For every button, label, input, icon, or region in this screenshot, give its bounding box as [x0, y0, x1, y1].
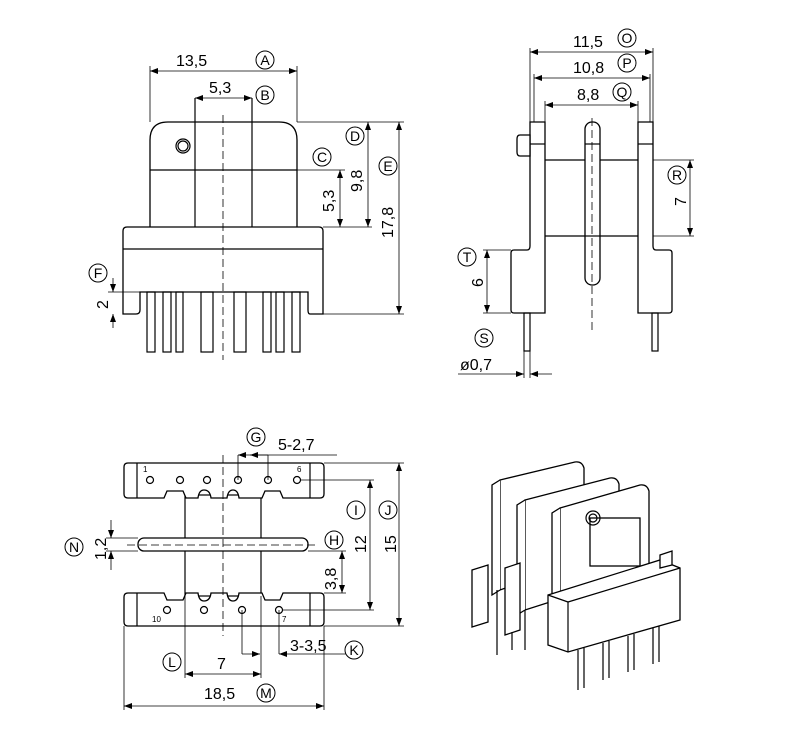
- dim-r-value: 7: [673, 197, 690, 206]
- callout-q: Q: [617, 84, 628, 100]
- pin1-marker-icon: [175, 138, 191, 154]
- dim-s-value: ø0,7: [460, 357, 492, 374]
- dim-b-value: 5,3: [209, 80, 231, 97]
- dim-l-value: 7: [217, 656, 226, 673]
- pin-label-10: 10: [152, 615, 161, 624]
- callout-m: M: [260, 685, 272, 701]
- callout-k: K: [349, 642, 359, 658]
- front-top-flange: [149, 121, 298, 227]
- front-view: 13,5 A 5,3 B 5,3 C 9,8 D 17,8 E 2 F: [88, 50, 404, 360]
- callout-j: J: [385, 502, 392, 518]
- dim-q-value: 8,8: [577, 87, 599, 104]
- callout-c: C: [317, 149, 327, 165]
- dim-a-value: 13,5: [176, 53, 207, 70]
- dim-i-value: 12: [353, 535, 370, 553]
- callout-e: E: [383, 158, 392, 174]
- dim-t-value: 6: [470, 278, 487, 287]
- callout-p: P: [622, 55, 631, 71]
- dim-d-value: 9,8: [349, 170, 366, 192]
- side-view: 11,5 O 10,8 P 8,8 Q 7 R 6 T ø0,7 S: [457, 28, 694, 378]
- callout-g: G: [251, 429, 262, 445]
- side-pin-left: [523, 312, 531, 352]
- side-left-flange: [510, 121, 546, 314]
- dim-k-value: 3-3,5: [290, 638, 327, 655]
- pin-label-7: 7: [282, 615, 287, 624]
- pin-label-6: 6: [297, 465, 302, 474]
- isometric-core-window: [589, 517, 641, 567]
- dim-f-value: 2: [95, 300, 112, 309]
- dim-g-value: 5-2,7: [278, 437, 315, 454]
- callout-n: N: [69, 539, 79, 555]
- callout-t: T: [463, 249, 472, 265]
- callout-b: B: [260, 87, 269, 103]
- dim-o-value: 11,5: [573, 34, 603, 51]
- callout-h: H: [329, 532, 339, 548]
- bottom-flange-pin-row: [123, 592, 325, 627]
- dim-j-value: 15: [383, 535, 400, 553]
- dim-e-value: 17,8: [380, 207, 397, 238]
- dim-h-offset-value: 3,8: [323, 568, 340, 590]
- side-pin-right: [651, 312, 659, 352]
- isometric-view: [471, 461, 681, 690]
- isometric-pins: [577, 626, 660, 690]
- dim-m-value: 18,5: [204, 686, 235, 703]
- dim-c-value: 5,3: [321, 190, 338, 212]
- callout-i: I: [354, 502, 358, 518]
- callout-l: L: [168, 654, 176, 670]
- pin-label-1: 1: [143, 465, 148, 474]
- top-flange-pin-row: [123, 462, 325, 499]
- callout-a: A: [260, 52, 270, 68]
- dim-n-value: 1,2: [93, 538, 110, 560]
- callout-r: R: [672, 167, 682, 183]
- callout-s: S: [479, 330, 488, 346]
- callout-o: O: [622, 30, 633, 46]
- callout-f: F: [94, 265, 103, 281]
- side-right-flange: [637, 121, 673, 314]
- side-middle-flange: [584, 121, 601, 286]
- bottom-view: 1 6 10 7 5-2,7 G H 3,8 12 I 15 J: [64, 427, 404, 710]
- dim-p-value: 10,8: [573, 60, 604, 77]
- callout-d: D: [350, 128, 360, 144]
- front-pins: [146, 291, 301, 353]
